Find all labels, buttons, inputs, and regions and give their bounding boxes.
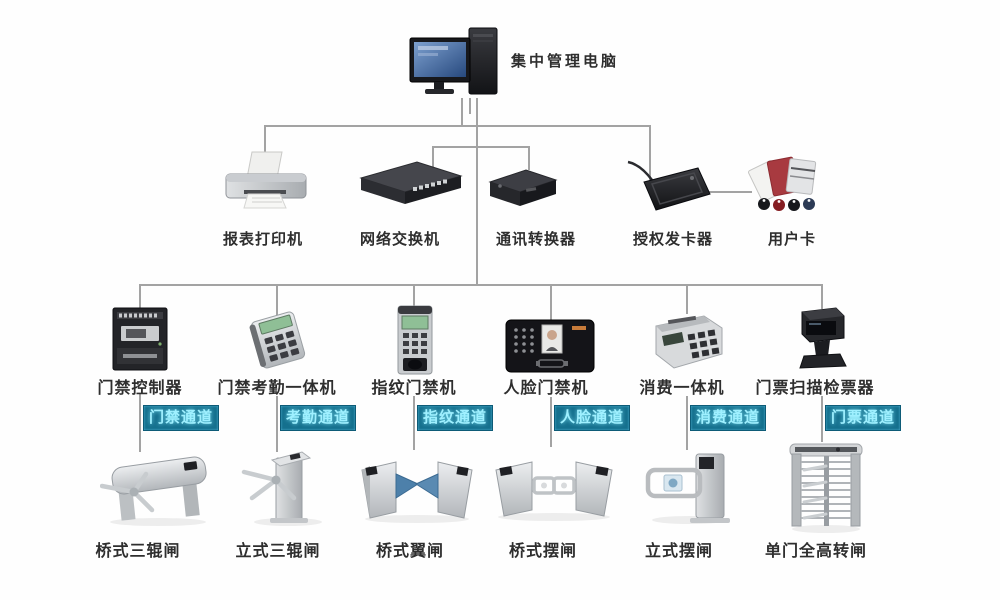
connector-line (264, 125, 651, 127)
full-height-turnstile-image (786, 438, 866, 534)
user-card-label: 用户卡 (767, 231, 816, 248)
channel-badge-face: 人脸通道 (554, 405, 630, 431)
connector-line (139, 284, 823, 286)
gate-label-bridge-wing: 桥式翼闸 (375, 543, 444, 560)
connector-line (821, 284, 823, 309)
connector-line (413, 396, 415, 450)
vertical-tripod-turnstile-image (238, 446, 330, 528)
connector-line (413, 284, 415, 307)
bridge-wing-gate-image (358, 450, 476, 524)
gate-label-bridge-tripod: 桥式三辊闸 (95, 543, 181, 560)
bridge-swing-gate-image (492, 452, 616, 522)
fingerprint-terminal-image (394, 304, 436, 376)
converter-label: 通讯转换器 (495, 231, 576, 248)
connector-line (476, 98, 478, 285)
face-label: 人脸门禁机 (503, 380, 589, 397)
connector-line (461, 98, 463, 125)
connector-line (649, 125, 651, 180)
channel-badge-fingerprint: 指纹通道 (417, 405, 493, 431)
channel-badge-consume: 消费通道 (690, 405, 766, 431)
pos-label: 消费一体机 (639, 380, 725, 397)
connector-line (432, 146, 434, 168)
connector-line (139, 394, 141, 452)
connector-line (528, 146, 530, 170)
ticket-scanner-image (790, 304, 852, 376)
vertical-swing-gate-image (638, 446, 736, 526)
root-label: 集中管理电脑 (510, 53, 619, 70)
access-controller-image (111, 306, 169, 372)
connector-line (139, 284, 141, 309)
network-switch-image (355, 156, 467, 211)
fingerprint-label: 指纹门禁机 (371, 380, 457, 397)
connector-line (550, 284, 552, 321)
gate-label-vertical-swing: 立式摆闸 (644, 543, 713, 560)
report-printer-image (222, 150, 310, 212)
card-issuer-image (622, 156, 714, 218)
bridge-tripod-turnstile-image (100, 448, 218, 528)
connector-line (264, 125, 266, 152)
comm-converter-image (486, 164, 562, 214)
connector-line (686, 396, 688, 450)
printer-label: 报表打印机 (222, 231, 303, 248)
face-terminal-image (504, 318, 596, 374)
gate-label-full-height: 单门全高转闸 (764, 543, 867, 560)
connector-line (550, 397, 552, 447)
attendance-terminal-image (244, 310, 312, 370)
pos-terminal-image (648, 308, 728, 374)
user-cards-image (746, 154, 828, 216)
attendance-label: 门禁考勤一体机 (217, 380, 337, 397)
connector-line (276, 284, 278, 316)
gate-label-bridge-swing: 桥式摆闸 (508, 543, 577, 560)
connector-line (276, 396, 278, 452)
scanner-label: 门票扫描检票器 (755, 380, 875, 397)
channel-badge-ticket: 门票通道 (825, 405, 901, 431)
channel-badge-attendance: 考勤通道 (280, 405, 356, 431)
connector-line (686, 284, 688, 314)
issuer-label: 授权发卡器 (632, 231, 713, 248)
switch-label: 网络交换机 (359, 231, 440, 248)
connector-line (821, 396, 823, 442)
connector-line (469, 98, 471, 114)
channel-badge-access: 门禁通道 (143, 405, 219, 431)
connector-line (706, 191, 752, 193)
connector-line (432, 146, 530, 148)
gate-label-vertical-tripod: 立式三辊闸 (235, 543, 321, 560)
management-computer-image (408, 26, 504, 100)
controller-label: 门禁控制器 (97, 380, 183, 397)
